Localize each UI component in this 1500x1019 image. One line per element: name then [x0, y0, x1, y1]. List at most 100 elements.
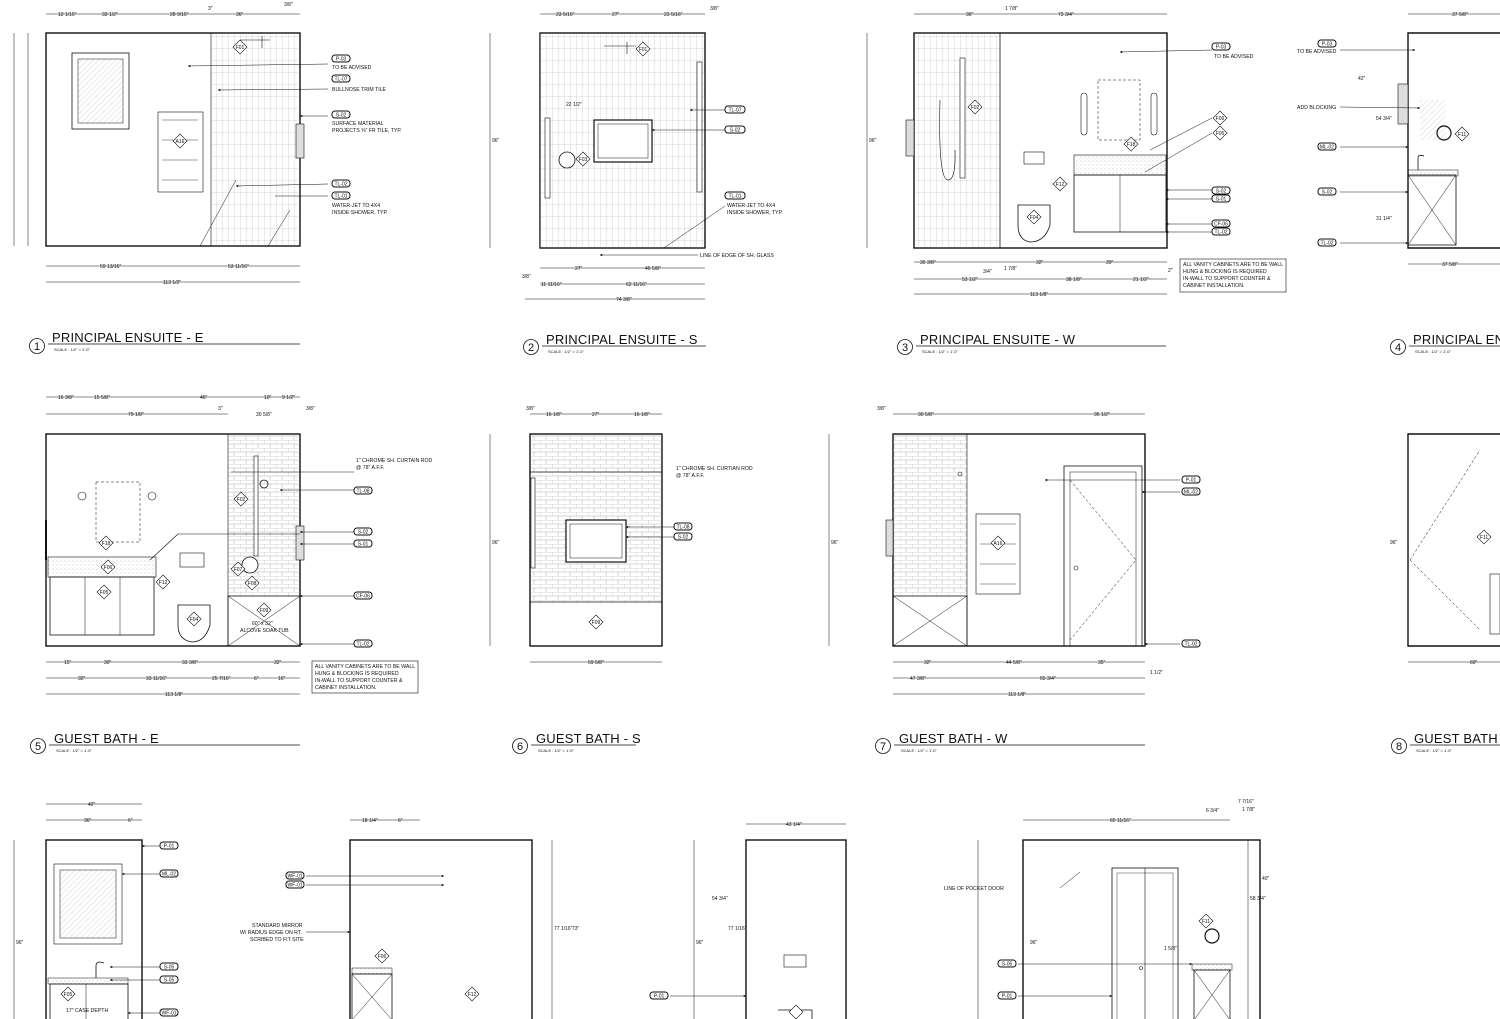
dim-label: 3"	[218, 406, 223, 412]
fixture-label: F05	[1216, 131, 1225, 137]
dim-label: 3/8"	[710, 6, 719, 12]
dim-label: 36"	[236, 12, 244, 18]
fixture-label: F11	[1458, 132, 1466, 138]
dim-label: 43 1/4"	[786, 822, 802, 828]
fixture-tag-F02	[967, 99, 983, 115]
fixture-label: F18	[1127, 142, 1136, 148]
tag-label: P-03	[336, 57, 347, 63]
tag-label: TL-02	[356, 642, 369, 648]
dim-label: 28 9/16"	[170, 12, 189, 18]
dim-label: 59 13/16"	[100, 264, 121, 270]
dim-label: 6"	[254, 676, 259, 682]
fixture-label: F05	[64, 992, 73, 998]
note: 1" CHROME SH. CURTIAN ROD	[676, 466, 753, 472]
note: CABINET INSTALLATION.	[315, 685, 376, 691]
dim-label: 1 7/8"	[1242, 807, 1255, 813]
view-number: 7	[880, 741, 886, 753]
tile-field	[211, 33, 300, 246]
wall-outline	[1407, 32, 1500, 249]
view-title: PRINCIPAL ENSUITE - N	[1413, 332, 1500, 347]
note: WATER-JET TO 4X4	[727, 203, 775, 209]
dim-label: 3/8"	[877, 406, 886, 412]
fixture-tag-F04	[1026, 209, 1042, 225]
view-number-bubble	[512, 738, 528, 754]
tag-label: WF-01	[288, 883, 303, 889]
dim-label: 3/8"	[306, 406, 315, 412]
window	[71, 52, 130, 130]
note: SURFACE MATERIAL	[332, 121, 384, 127]
fixture-tag-F03	[575, 151, 591, 167]
fixture-tag-F12	[464, 986, 480, 1002]
tag-label: CF-06	[1214, 222, 1228, 228]
dim-label: 1 7/8"	[1005, 6, 1018, 12]
dim-label: 46 5/8"	[645, 266, 661, 272]
dim-label: 30"	[104, 660, 112, 666]
tag-label: TL-07	[334, 77, 347, 83]
dim-label: 77 1/16"	[728, 926, 747, 932]
tag-label: S-01	[1216, 197, 1227, 203]
niche	[593, 119, 653, 163]
dim-label: 42"	[1358, 76, 1366, 82]
fixture-tag-F09	[256, 602, 272, 618]
toilet	[177, 604, 211, 643]
fixture-tag-F11	[1198, 913, 1214, 929]
elevation-row-3-mid-right: P-01 43 1/4" 96" 54 3/4" 77 1/16"	[649, 822, 847, 1019]
dim-label: 23 5/16"	[664, 12, 683, 18]
fixture-label: F06	[104, 565, 113, 571]
view-scale: SCALE : 1/2" = 1'-0"	[901, 748, 938, 753]
dim-label: 47 3/8"	[910, 676, 926, 682]
dim-label: 113 1/8"	[165, 692, 183, 698]
note: STANDARD MIRROR	[252, 923, 303, 929]
dim-label: 1 1/2"	[1150, 670, 1163, 676]
note: SCRIBED TO FIT SITE	[250, 937, 304, 943]
dim-label: 30 5/8"	[918, 412, 934, 418]
tag-label: S-02	[730, 128, 741, 134]
dim-label: 65 3/4"	[1040, 676, 1056, 682]
dim-label: 1 7/8"	[1004, 266, 1017, 272]
fixture-label: F02	[971, 105, 980, 111]
dim-label: 12 1/16"	[58, 12, 77, 18]
vanity-cabinet	[1193, 969, 1231, 1019]
tub	[892, 595, 968, 647]
view-number: 8	[1396, 741, 1402, 753]
dim-label: 37 5/8"	[1452, 12, 1468, 18]
note: IN-WALL TO SUPPORT COUNTER &	[1183, 276, 1271, 282]
dim-label: 53 11/16"	[228, 264, 249, 270]
note: ALCOVE SOAK TUB	[240, 628, 289, 634]
note: IN-WALL TO SUPPORT COUNTER &	[315, 678, 403, 684]
door	[1063, 465, 1143, 647]
dim-label: 96"	[492, 540, 500, 546]
dim-label: 113 1/2"	[163, 280, 181, 286]
note: @ 78" A.F.F.	[356, 465, 384, 471]
elevation-row-3-right: F11 LINE OF POCKET DOOR S-05 P-01 65 11/…	[944, 799, 1270, 1019]
fixture-tag-F05	[60, 986, 76, 1002]
view-3-principal-ensuite-w: F02 F04 F18 F12 P-03 TO BE ADVISED F06 F…	[866, 6, 1287, 355]
dim-label: 31 1/4"	[1376, 216, 1392, 222]
view-title: PRINCIPAL ENSUITE - W	[920, 332, 1076, 347]
view-title: GUEST BATH - S	[536, 731, 641, 746]
tag-label: S-05	[164, 978, 175, 984]
dim-label: 32"	[924, 660, 932, 666]
view-title: PRINCIPAL ENSUITE - E	[52, 330, 204, 345]
tag-label: TL-02	[334, 182, 347, 188]
elevation-row-3-mid-left: F06 F12 WF-01 WF-01 STANDARD MIRROR W/ R…	[240, 818, 580, 1019]
view-scale: SCALE : 1/2" = 1'-0"	[54, 347, 91, 352]
fixture-label: F11	[1480, 535, 1488, 541]
note: ALL VANITY CABINETS ARE TO BE WALL	[315, 664, 415, 670]
view-4-principal-ensuite-n: F11 P-03 TO BE ADVISED ADD BLOCKING ML-0…	[1297, 12, 1500, 355]
fixture-tag-F06	[374, 948, 390, 964]
view-8-guest-bath-n: F11 60" 96" 8 GUEST BATH - N SCALE : 1/2…	[1390, 433, 1500, 754]
fixture-tag-F02	[233, 491, 249, 507]
vanity-cabinet	[351, 973, 393, 1019]
fixture-label: F11	[1202, 919, 1210, 925]
tag-label: P-03	[1322, 42, 1333, 48]
tag-label: CF-06	[356, 594, 370, 600]
note: @ 78" A.F.F.	[676, 473, 704, 479]
fixture-label: F05	[100, 590, 109, 596]
fixture-tag-F06	[100, 559, 116, 575]
view-number-bubble	[897, 339, 913, 355]
note: 1" CHROME SH. CURTAIN ROD	[356, 458, 433, 464]
dim-label: 32"	[274, 660, 282, 666]
dim-label: 3/8"	[522, 274, 531, 280]
note: BULLNOSE TRIM TILE	[332, 87, 387, 93]
